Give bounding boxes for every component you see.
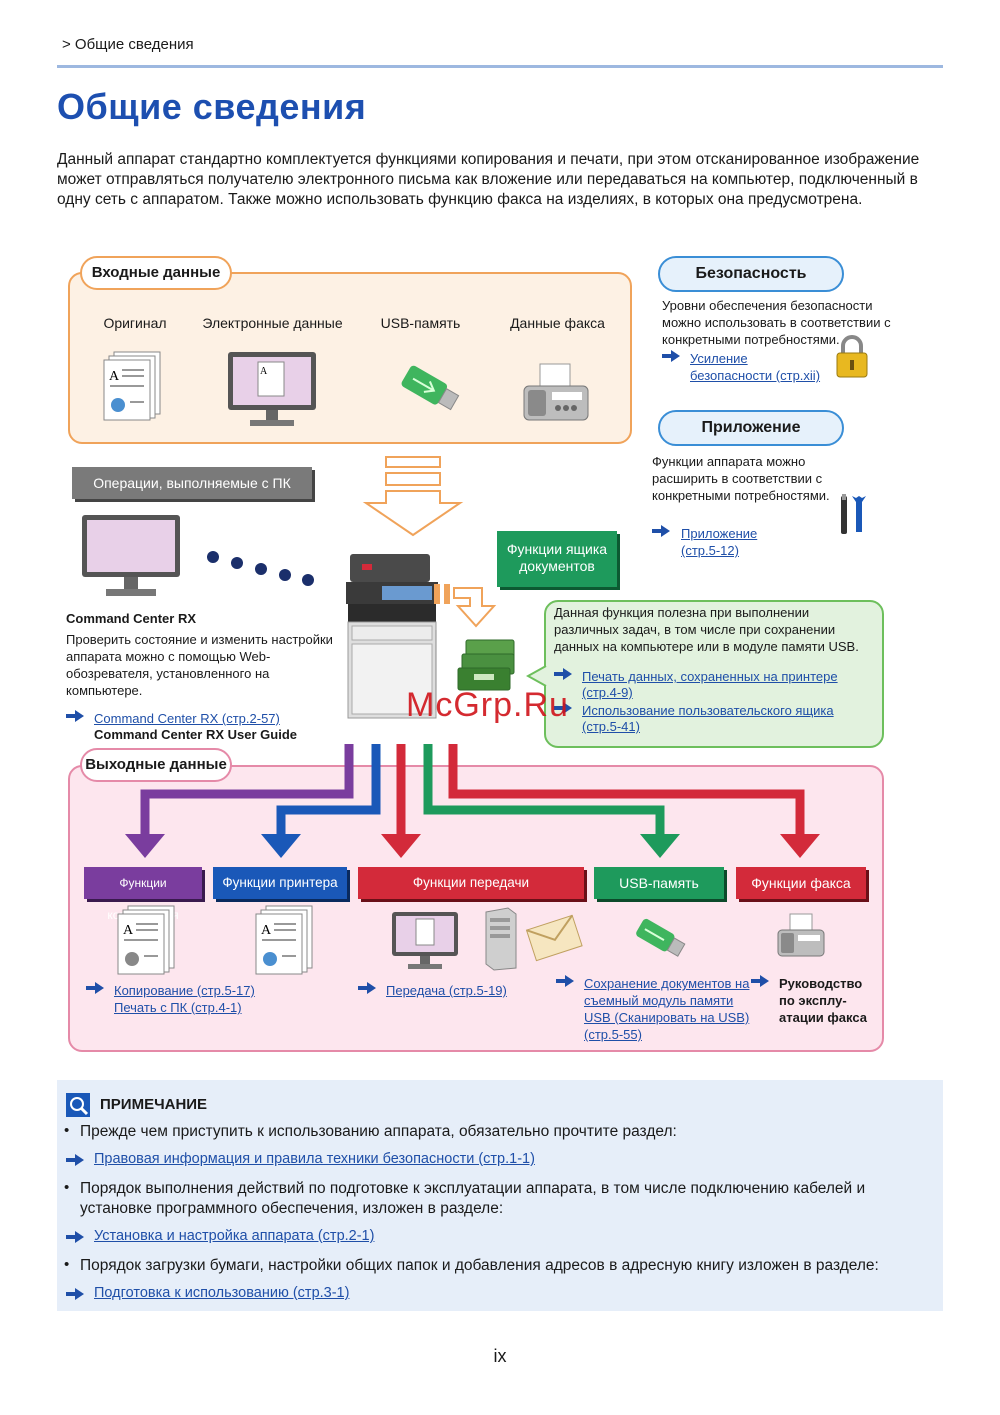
svg-text:A: A: [260, 366, 268, 377]
callout-pointer: [526, 665, 547, 687]
copy-link[interactable]: Копирование (стр.5-17): [114, 983, 255, 998]
page-title: Общие сведения: [57, 86, 367, 127]
link-arrow-icon: [66, 1288, 84, 1300]
link-arrow-icon: [66, 1154, 84, 1166]
svg-text:A: A: [123, 923, 134, 938]
note-item-1: Прежде чем приступить к использованию ап…: [80, 1123, 677, 1140]
usb-save-link-line4[interactable]: (стр.5-55): [584, 1027, 642, 1042]
link-arrow-icon: [66, 1231, 84, 1243]
document-box-desc: Данная функция полезна при выполнении ра…: [554, 605, 859, 654]
note-bullet: •: [64, 1122, 70, 1139]
pc-operations-label: Операции, выполняемые с ПК: [72, 467, 312, 499]
docbox-link-print-stored[interactable]: Печать данных, сохраненных на принтере: [582, 669, 838, 684]
command-center-desc: Проверить состояние и изменить настройки…: [66, 632, 333, 698]
tools-icon: [841, 494, 866, 534]
fax-machine-icon: [523, 363, 589, 421]
print-document-icon: A: [255, 905, 313, 975]
command-center-link[interactable]: Command Center RX (стр.2-57): [94, 711, 280, 726]
printer-functions-button[interactable]: Функции принтера: [213, 867, 347, 899]
note-link-legal[interactable]: Правовая информация и правила техники бе…: [94, 1151, 535, 1167]
doc-box-label-line1: Функции ящика: [506, 541, 608, 557]
breadcrumb[interactable]: > Общие сведения: [62, 36, 194, 53]
link-arrow-icon: [751, 975, 769, 987]
note-heading: ПРИМЕЧАНИЕ: [100, 1096, 208, 1113]
output-data-heading: Выходные данные: [80, 748, 232, 782]
svg-text:A: A: [109, 369, 120, 384]
fax-guide-line3: атации факса: [779, 1010, 867, 1025]
docbox-link-custom-box-page[interactable]: (стр.5-41): [582, 719, 640, 734]
security-link-line1[interactable]: Усиление: [690, 351, 748, 366]
input-item-electronic: Электронные данные: [202, 315, 343, 331]
note-item-2: Порядок выполнения действий по подготовк…: [80, 1180, 866, 1217]
link-arrow-icon: [554, 702, 572, 714]
application-heading: Приложение: [658, 410, 844, 446]
document-stack-icon: A: [103, 351, 161, 421]
link-arrow-icon: [554, 668, 572, 680]
doc-box-arrow: [434, 584, 497, 628]
command-center-guide: Command Center RX User Guide: [94, 727, 297, 742]
security-link-line2[interactable]: безопасности (стр.xii): [690, 368, 821, 383]
input-item-fax: Данные факса: [510, 315, 605, 331]
mfp-printer-icon: [346, 554, 438, 719]
svg-text:A: A: [261, 923, 272, 938]
note-link-preparation[interactable]: Подготовка к использованию (стр.3-1): [94, 1285, 350, 1301]
send-functions-button[interactable]: Функции передачи: [358, 867, 584, 899]
usb-save-link-line1[interactable]: Сохранение документов на: [584, 976, 750, 991]
docbox-link-print-stored-page[interactable]: (стр.4-9): [582, 685, 633, 700]
link-arrow-icon: [358, 982, 376, 994]
application-desc: Функции аппарата можно расширить в соотв…: [652, 454, 830, 503]
input-item-usb: USB-память: [380, 315, 461, 331]
monitor-icon: A: [228, 352, 316, 426]
note-bullet: •: [64, 1179, 70, 1196]
doc-box-label-line2: документов: [519, 558, 595, 574]
usb-save-link-line2[interactable]: съемный модуль памяти: [584, 993, 734, 1008]
copy-functions-button[interactable]: Функции копирования: [84, 867, 202, 922]
send-link[interactable]: Передача (стр.5-19): [386, 983, 507, 998]
link-arrow-icon: [556, 975, 574, 987]
note-item-3: Порядок загрузки бумаги, настройки общих…: [80, 1257, 879, 1274]
copy-document-icon: A: [117, 905, 175, 975]
link-arrow-icon: [652, 525, 670, 537]
document-box-icon: [457, 639, 515, 691]
intro-paragraph: Данный аппарат стандартно комплектуется …: [57, 151, 920, 208]
note-bullet: •: [64, 1256, 70, 1273]
usb-output-icon: [636, 918, 686, 957]
fax-functions-button[interactable]: Функции факса: [736, 867, 866, 899]
fax-output-icon: [777, 913, 825, 957]
note-panel: [57, 1080, 943, 1311]
link-arrow-icon: [66, 710, 84, 722]
usb-save-link-line3[interactable]: USB (Сканировать на USB): [584, 1010, 750, 1025]
document-box-functions-label: Функции ящика документов: [497, 531, 617, 587]
lock-icon: [836, 335, 868, 378]
usb-memory-button[interactable]: USB-память: [594, 867, 724, 899]
application-link-line1[interactable]: Приложение: [681, 526, 758, 541]
link-arrow-icon: [86, 982, 104, 994]
docbox-link-custom-box[interactable]: Использование пользовательского ящика: [582, 703, 834, 718]
fax-guide-line2: по эксплу-: [779, 993, 847, 1008]
application-link-line2[interactable]: (стр.5-12): [681, 543, 739, 558]
pc-monitor-icon: [82, 515, 180, 596]
output-flow-arrows: [125, 744, 820, 858]
connection-dots: [207, 551, 314, 586]
command-center-title: Command Center RX: [66, 611, 197, 626]
document-box-info-panel: [544, 600, 884, 748]
page-number: ix: [493, 1346, 507, 1366]
note-icon: [66, 1093, 90, 1117]
note-link-setup[interactable]: Установка и настройка аппарата (стр.2-1): [94, 1228, 375, 1244]
link-arrow-icon: [662, 350, 680, 362]
security-heading: Безопасность: [658, 256, 844, 292]
security-desc: Уровни обеспечения безопасности можно ис…: [662, 298, 891, 347]
input-flow-arrow: [362, 456, 464, 537]
server-icon: [485, 907, 517, 971]
send-monitor-icon: [392, 912, 458, 969]
watermark: McGrp.Ru: [406, 686, 569, 724]
fax-guide-line1: Руководство: [779, 976, 863, 991]
email-envelope-icon: [525, 914, 583, 962]
input-item-original: Оригинал: [103, 315, 167, 331]
print-from-pc-link[interactable]: Печать с ПК (стр.4-1): [114, 1000, 242, 1015]
header-divider: [57, 65, 943, 68]
usb-stick-icon: [401, 365, 460, 411]
input-data-heading: Входные данные: [80, 256, 232, 290]
